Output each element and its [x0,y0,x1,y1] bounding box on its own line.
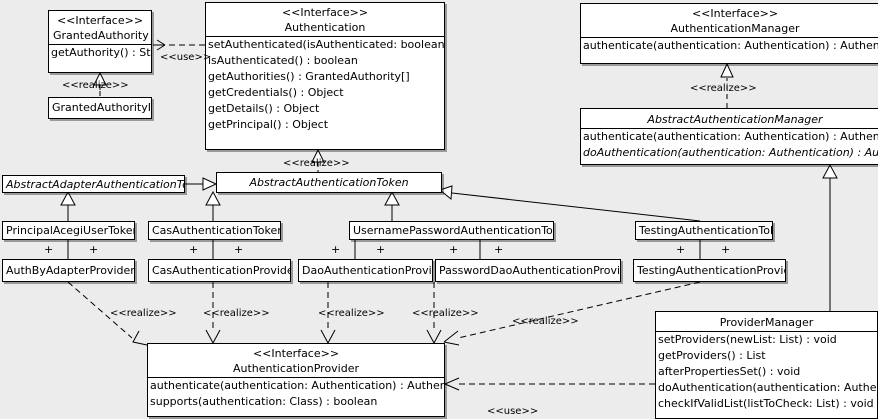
class-abstract-authentication-token[interactable]: AbstractAuthenticationToken [216,172,442,193]
class-authentication[interactable]: <<Interface>> Authentication setAuthenti… [205,2,445,150]
class-name-abstract-authentication-manager: AbstractAuthenticationManager [647,113,823,126]
class-provider-manager[interactable]: ProviderManager setProviders(newList: Li… [655,311,878,419]
stereotype-interface: <<Interface>> [691,7,779,20]
association-marker: + [234,243,244,256]
edge-label-use-provider-manager: <<use>> [487,406,539,417]
operation-row: authenticate(authentication: Authenticat… [150,379,444,392]
stereotype-interface: <<Interface>> [252,347,340,360]
edge-label-realize-abstract-authentication-manager: <<realize>> [690,83,757,94]
class-separator [581,37,878,38]
association-marker: + [449,243,459,256]
class-separator [148,377,444,378]
class-name-authentication-manager: AuthenticationManager [670,22,800,35]
edge-label-realize-auth-by-adapter: <<realize>> [110,308,177,319]
association-marker: + [376,243,386,256]
class-header-granted-authority: <<Interface>> GrantedAuthority [49,11,151,44]
association-marker: + [89,243,99,256]
class-name-testing-authentication-provider: TestingAuthenticationProvider [637,264,786,277]
operations-granted-authority: getAuthority() : String [49,45,151,61]
class-header-authentication-provider: <<Interface>> AuthenticationProvider [148,344,444,377]
edge-label-use-granted-authority: <<use>> [160,52,212,63]
class-header-provider-manager: ProviderManager [656,312,877,331]
operation-row: getProviders() : List [658,349,766,362]
class-granted-authority-impl[interactable]: GrantedAuthorityImpl [48,97,152,119]
class-name-provider-manager: ProviderManager [719,316,814,329]
class-granted-authority[interactable]: <<Interface>> GrantedAuthority getAuthor… [48,10,152,73]
operation-row: doAuthentication(authentication: Authent… [658,381,877,394]
class-name-dao-authentication-provider: DaoAuthenticationProvider [302,264,432,277]
class-name-password-dao-authentication-provider: PasswordDaoAuthenticationProvider [439,264,621,277]
class-authentication-provider[interactable]: <<Interface>> AuthenticationProvider aut… [147,343,445,417]
operations-provider-manager: setProviders(newList: List) : void getPr… [656,332,877,412]
operation-row: setProviders(newList: List) : void [658,333,837,346]
class-name-granted-authority: GrantedAuthority [53,29,149,42]
operation-row: supports(authentication: Class) : boolea… [150,395,378,408]
edge-label-realize-cas-provider: <<realize>> [203,308,270,319]
class-separator [49,44,151,45]
operation-row: getAuthority() : String [51,46,151,59]
class-name-cas-authentication-token: CasAuthenticationToken [152,224,281,237]
association-marker: + [44,243,54,256]
class-header-authentication-manager: <<Interface>> AuthenticationManager [581,4,878,37]
operation-row: authenticate(authentication: Authenticat… [583,130,878,143]
operation-row: doAuthentication(authentication: Authent… [583,146,878,159]
stereotype-interface: <<Interface>> [56,14,144,27]
class-principal-acegi-user-token[interactable]: PrincipalAcegiUserToken [2,221,135,240]
class-name-auth-by-adapter-provider: AuthByAdapterProvider [6,264,135,277]
association-marker: + [331,243,341,256]
class-name-username-password-authentication-token: UsernamePasswordAuthenticationToken [353,224,554,237]
operations-abstract-authentication-manager: authenticate(authentication: Authenticat… [581,129,878,161]
class-separator [206,36,444,37]
operation-row: getPrincipal() : Object [208,118,329,131]
class-password-dao-authentication-provider[interactable]: PasswordDaoAuthenticationProvider [435,259,621,282]
association-marker: + [721,243,731,256]
operation-row: isAuthenticated() : boolean [208,54,358,67]
class-abstract-authentication-manager[interactable]: AbstractAuthenticationManager authentica… [580,108,878,165]
edge-label-realize-abstract-authentication-token: <<realize>> [283,158,350,169]
operations-authentication-manager: authenticate(authentication: Authenticat… [581,38,878,54]
association-marker: + [494,243,504,256]
class-auth-by-adapter-provider[interactable]: AuthByAdapterProvider [2,259,135,282]
class-separator [656,331,877,332]
stereotype-interface: <<Interface>> [281,6,369,19]
operation-row: authenticate(authentication: Authenticat… [583,39,878,52]
association-marker: + [676,243,686,256]
class-cas-authentication-provider[interactable]: CasAuthenticationProvider [148,259,291,282]
edge-label-realize-testing-provider: <<realize>> [512,316,579,327]
operation-row: getCredentials() : Object [208,86,344,99]
class-name-principal-acegi-user-token: PrincipalAcegiUserToken [6,224,135,237]
class-testing-authentication-token[interactable]: TestingAuthenticationToken [635,221,773,240]
class-name-testing-authentication-token: TestingAuthenticationToken [639,224,772,237]
class-username-password-authentication-token[interactable]: UsernamePasswordAuthenticationToken [349,221,554,240]
association-marker: + [189,243,199,256]
operation-row: setAuthenticated(isAuthenticated: boolea… [208,38,444,51]
class-name-abstract-authentication-token: AbstractAuthenticationToken [249,176,409,189]
class-name-authentication: Authentication [284,21,366,34]
operation-row: getAuthorities() : GrantedAuthority[] [208,70,410,83]
operation-row: afterPropertiesSet() : void [658,365,801,378]
class-separator [581,128,878,129]
class-name-authentication-provider: AuthenticationProvider [232,362,360,375]
class-header-authentication: <<Interface>> Authentication [206,3,444,36]
operations-authentication: setAuthenticated(isAuthenticated: boolea… [206,37,444,133]
class-cas-authentication-token[interactable]: CasAuthenticationToken [148,221,281,240]
edge-label-realize-dao-provider: <<realize>> [318,308,385,319]
operation-row: getDetails() : Object [208,102,320,115]
class-header-abstract-authentication-manager: AbstractAuthenticationManager [581,109,878,128]
operation-row: checkIfValidList(listToCheck: List) : vo… [658,397,874,410]
edge-label-realize-granted-authority-impl: <<realize>> [62,80,129,91]
operations-authentication-provider: authenticate(authentication: Authenticat… [148,378,444,410]
class-name-granted-authority-impl: GrantedAuthorityImpl [52,101,151,114]
class-authentication-manager[interactable]: <<Interface>> AuthenticationManager auth… [580,3,878,64]
class-abstract-adapter-authentication-token[interactable]: AbstractAdapterAuthenticationToken [2,175,185,193]
edge-label-realize-password-dao-provider: <<realize>> [412,308,479,319]
class-name-abstract-adapter-authentication-token: AbstractAdapterAuthenticationToken [6,178,184,191]
class-testing-authentication-provider[interactable]: TestingAuthenticationProvider [633,259,786,282]
class-name-cas-authentication-provider: CasAuthenticationProvider [152,264,291,277]
class-dao-authentication-provider[interactable]: DaoAuthenticationProvider [298,259,433,282]
